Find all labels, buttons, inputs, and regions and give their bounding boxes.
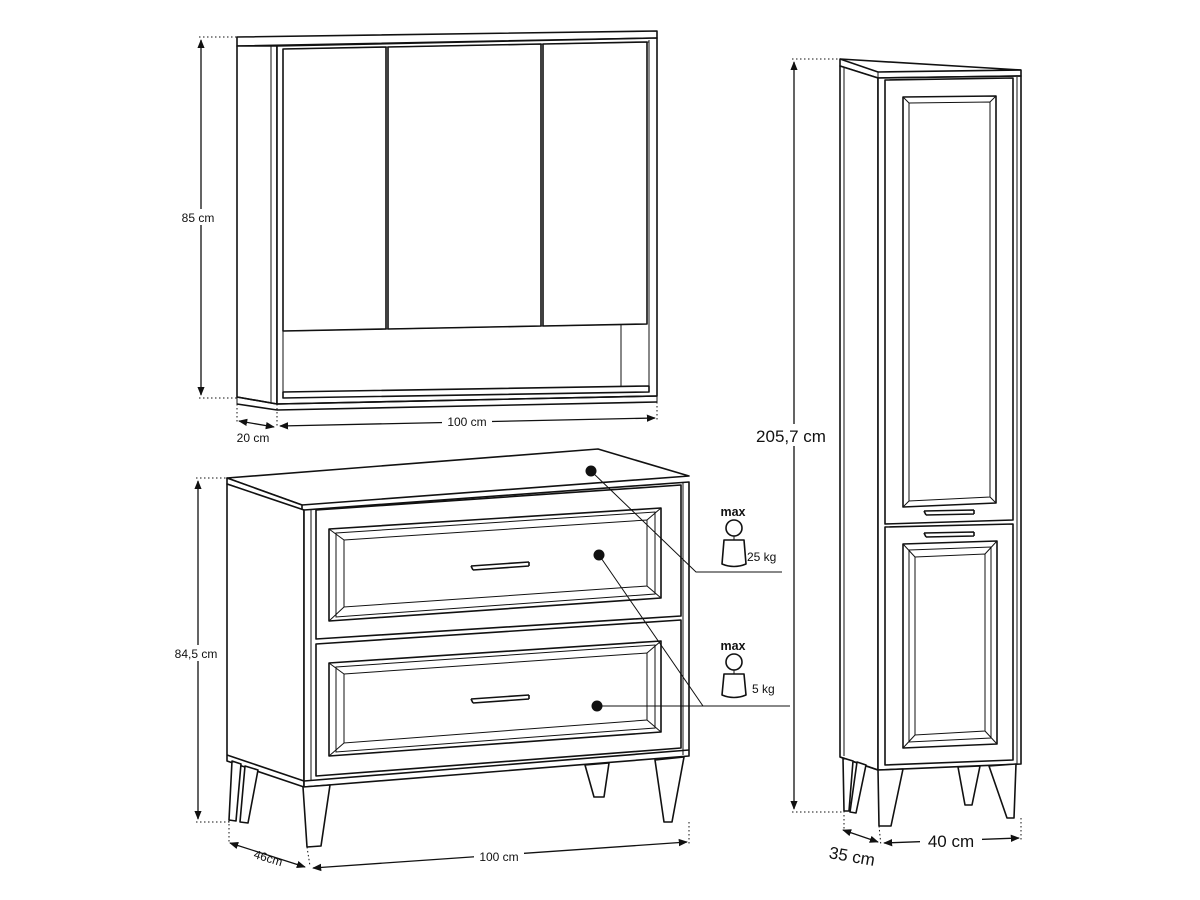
tall-cabinet-height-dimension: 205,7 cm bbox=[748, 58, 844, 813]
dresser-depth-dimension: 46cm bbox=[228, 820, 306, 869]
upper-door-handle bbox=[923, 509, 975, 516]
tall-cabinet-legs bbox=[842, 757, 1017, 827]
max-label-top: max bbox=[720, 505, 745, 519]
wall-cabinet bbox=[236, 30, 658, 411]
tall-cabinet-height-label: 205,7 cm bbox=[756, 427, 826, 446]
dresser bbox=[226, 448, 690, 848]
dresser-width-dimension: 100 cm bbox=[306, 822, 690, 872]
wall-cabinet-depth-label: 20 cm bbox=[237, 431, 270, 445]
drawer-bottom bbox=[315, 619, 682, 777]
load-indicator-drawer: max 5 kg bbox=[591, 549, 790, 712]
max-label-drawer: max bbox=[720, 639, 745, 653]
tall-cabinet-depth-label: 35 cm bbox=[828, 843, 877, 870]
lower-door-handle bbox=[923, 531, 975, 538]
tall-cabinet-upper-door bbox=[884, 77, 1014, 525]
drawer-bottom-handle bbox=[470, 694, 530, 704]
dresser-legs bbox=[228, 756, 685, 848]
load-indicator-top: max 25 kg bbox=[585, 465, 782, 573]
wall-cabinet-width-label: 100 cm bbox=[447, 415, 486, 429]
wall-cabinet-depth-dimension: 20 cm bbox=[236, 404, 275, 445]
max-weight-top: 25 kg bbox=[747, 550, 776, 564]
tall-cabinet-width-label: 40 cm bbox=[928, 832, 974, 851]
drawer-top bbox=[315, 484, 682, 640]
drawer-top-handle bbox=[470, 561, 530, 571]
dresser-depth-label: 46cm bbox=[252, 847, 284, 869]
weight-icon bbox=[721, 519, 747, 568]
max-weight-drawer: 5 kg bbox=[752, 682, 775, 696]
dresser-width-label: 100 cm bbox=[479, 850, 518, 864]
dresser-height-label: 84,5 cm bbox=[175, 647, 218, 661]
tall-cabinet-lower-door bbox=[884, 523, 1014, 766]
tall-cabinet-depth-dimension: 35 cm bbox=[828, 811, 879, 870]
dresser-height-dimension: 84,5 cm bbox=[170, 477, 232, 823]
tall-cabinet bbox=[839, 58, 1022, 827]
weight-icon bbox=[721, 653, 747, 699]
tall-cabinet-width-dimension: 40 cm bbox=[878, 818, 1022, 851]
wall-cabinet-height-dimension: 85 cm bbox=[176, 36, 237, 399]
wall-cabinet-height-label: 85 cm bbox=[182, 211, 215, 225]
wall-cabinet-width-dimension: 100 cm bbox=[276, 402, 658, 430]
